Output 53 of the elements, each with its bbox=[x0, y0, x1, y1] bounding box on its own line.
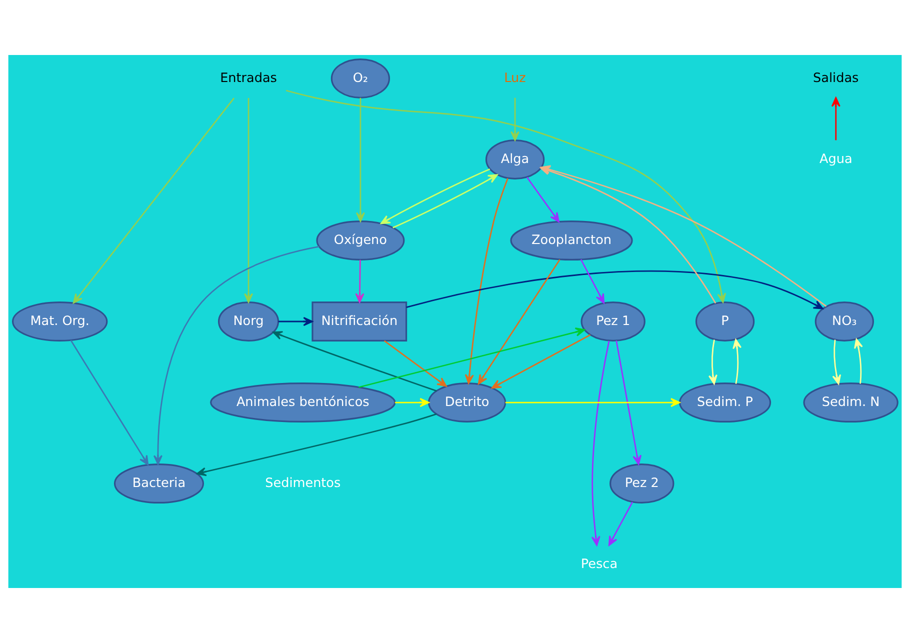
node-ellipse: Norg bbox=[218, 301, 280, 341]
arrow bbox=[510, 97, 520, 140]
arrow bbox=[358, 327, 586, 388]
arrow bbox=[356, 97, 365, 222]
arrow bbox=[355, 259, 364, 302]
node-ellipse: Sedim. P bbox=[678, 382, 772, 422]
node-text: Pesca bbox=[580, 556, 618, 572]
arrow bbox=[580, 258, 605, 304]
node-text: Entradas bbox=[220, 70, 277, 86]
node-ellipse: P bbox=[695, 301, 755, 341]
node-ellipse: NO₃ bbox=[814, 301, 874, 341]
arrow bbox=[505, 397, 680, 407]
node-ellipse: Mat. Org. bbox=[12, 301, 108, 341]
node-ellipse: Pez 1 bbox=[580, 301, 646, 341]
arrow bbox=[832, 339, 842, 384]
node-ellipse: Detrito bbox=[428, 382, 506, 422]
arrow bbox=[278, 316, 313, 326]
arrow bbox=[196, 412, 437, 476]
node-ellipse: Animales bentónicos bbox=[210, 382, 396, 422]
node-ellipse: Bacteria bbox=[114, 463, 204, 504]
node-ellipse: O₂ bbox=[330, 58, 390, 98]
arrow bbox=[608, 501, 634, 546]
arrow bbox=[406, 270, 824, 309]
arrow bbox=[854, 338, 863, 384]
arrow bbox=[616, 340, 642, 464]
arrow bbox=[380, 168, 490, 224]
node-text: Salidas bbox=[813, 70, 859, 86]
arrow bbox=[491, 334, 591, 388]
label: Sedimentos bbox=[265, 475, 341, 490]
node-ellipse: Sedim. N bbox=[803, 382, 898, 422]
node-ellipse: Alga bbox=[485, 138, 545, 179]
arrow bbox=[591, 340, 610, 546]
arrow bbox=[272, 330, 437, 392]
arrow bbox=[732, 338, 742, 384]
node-ellipse: Pez 2 bbox=[610, 463, 674, 504]
arrow bbox=[72, 97, 235, 304]
arrow bbox=[478, 258, 560, 384]
arrow bbox=[392, 174, 498, 228]
node-ellipse: Zooplancton bbox=[510, 220, 633, 260]
arrow bbox=[708, 339, 718, 384]
arrow bbox=[526, 176, 560, 222]
arrow bbox=[244, 98, 254, 302]
node-text: Luz bbox=[504, 70, 526, 86]
arrow bbox=[384, 340, 447, 386]
arrow bbox=[286, 89, 726, 302]
arrow bbox=[831, 96, 840, 140]
node-box: Nitrificación bbox=[312, 301, 408, 341]
arrow bbox=[464, 178, 508, 384]
node-text: Agua bbox=[819, 151, 852, 166]
arrow bbox=[153, 245, 320, 464]
arrow bbox=[394, 397, 430, 407]
node-ellipse: Oxígeno bbox=[316, 220, 405, 260]
arrow bbox=[70, 339, 149, 465]
